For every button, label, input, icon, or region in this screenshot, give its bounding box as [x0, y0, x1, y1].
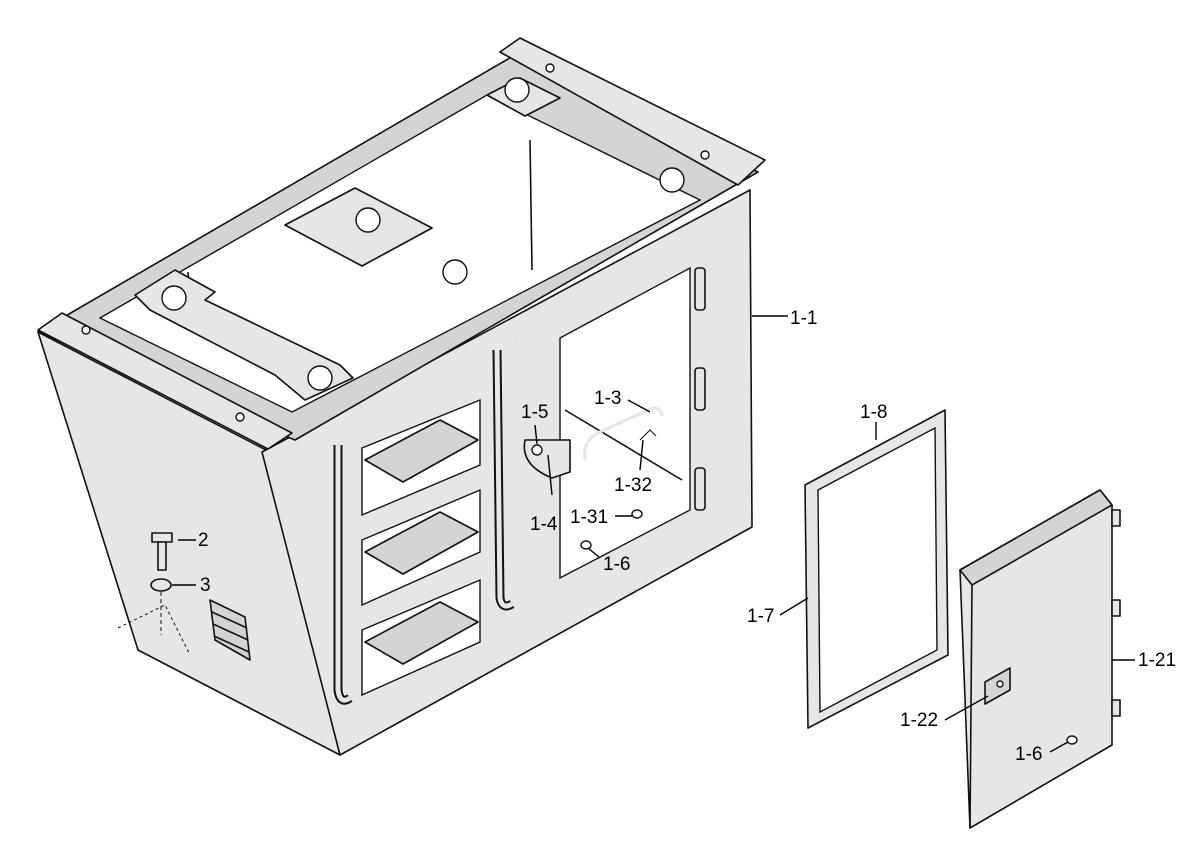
- mount-hole: [161, 285, 187, 311]
- label-1-3: 1-3: [594, 388, 621, 409]
- hinge: [694, 367, 706, 411]
- shelf-trays: [361, 398, 481, 697]
- top-rail-right: [499, 37, 766, 186]
- bolt-shank: [157, 541, 167, 571]
- label-1-1: 1-1: [790, 308, 817, 329]
- mount-hole: [504, 77, 530, 103]
- label-1-32: 1-32: [614, 475, 652, 496]
- hinge: [694, 467, 706, 511]
- label-1-7: 1-7: [747, 606, 774, 627]
- gasket-frame: [804, 409, 949, 729]
- label-2: 2: [198, 530, 209, 551]
- door-opening: [559, 266, 691, 580]
- label-1-6-body: 1-6: [603, 554, 630, 575]
- mount-hole: [355, 207, 381, 233]
- bolt-head: [151, 532, 173, 543]
- label-1-6-door: 1-6: [1015, 744, 1042, 765]
- label-1-4: 1-4: [530, 514, 558, 535]
- part-labels: 1-1 1-3 1-4 1-5 1-6 1-7 1-8 1-21 1-22 1-…: [198, 308, 1176, 765]
- label-1-21: 1-21: [1138, 650, 1176, 671]
- door-panel: [959, 489, 1121, 829]
- screw: [531, 444, 543, 456]
- leader-lines: [172, 315, 1135, 753]
- mount-hole: [442, 259, 468, 285]
- washer: [150, 578, 172, 592]
- label-1-22: 1-22: [900, 710, 938, 731]
- mount-hole: [307, 365, 333, 391]
- bolt-and-washer: [150, 532, 173, 635]
- top-rail-left: [37, 312, 293, 450]
- label-3: 3: [200, 575, 211, 596]
- label-1-31: 1-31: [570, 507, 608, 528]
- hinge: [694, 267, 706, 311]
- mount-hole: [659, 167, 685, 193]
- mount-plate-left: [134, 269, 354, 401]
- label-1-8: 1-8: [860, 402, 887, 423]
- cabinet-body: [37, 37, 766, 756]
- label-1-5: 1-5: [521, 402, 548, 423]
- vent-louvers: [209, 599, 251, 661]
